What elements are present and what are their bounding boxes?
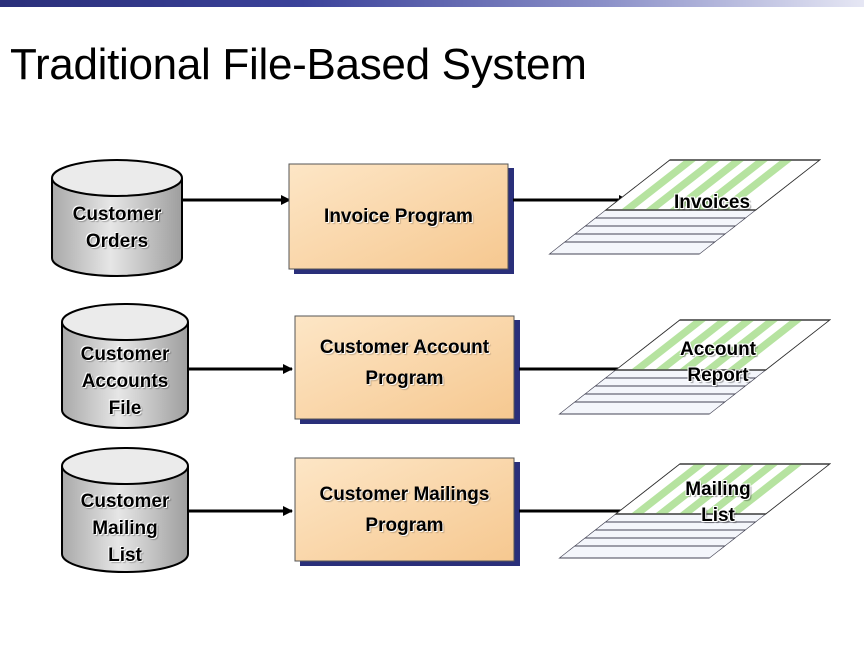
slide-title: Traditional File-Based System [10,40,587,89]
program-box-invoice [288,163,514,274]
output-paper-stack-mailing-list [558,463,832,559]
source-cylinder-customer-accounts-file [61,303,189,429]
program-label-line: Program [365,368,444,389]
source-label-line: Accounts [81,371,169,392]
program-label-customer-account: Customer Account Program [295,332,514,394]
source-label-customer-orders: Customer Orders [52,201,182,255]
source-label-line: Customer [72,204,162,225]
source-label-line: Customer [80,491,170,512]
program-label-customer-mailings: Customer Mailings Program [295,479,514,541]
source-label-line: Customer [80,344,170,365]
output-label-line: Report [687,365,749,386]
program-label-line: Program [365,515,444,536]
program-box-customer-account [294,315,520,424]
source-label-line: List [108,545,142,566]
source-label-line: Mailing [92,518,158,539]
source-label-customer-mailing-list: Customer Mailing List [62,488,188,569]
output-paper-stack-invoices [548,159,822,255]
top-accent-bar [0,0,864,7]
source-label-line: Orders [85,231,149,252]
output-label-mailing-list: Mailing List [658,477,778,529]
program-label-line: Customer Mailings [319,484,490,505]
program-label-invoice: Invoice Program [289,201,508,232]
output-paper-stack-account-report [558,319,832,415]
source-label-customer-accounts-file: Customer Accounts File [62,341,188,422]
source-label-line: File [108,398,142,419]
output-label-invoices: Invoices [652,190,772,216]
program-label-line: Invoice Program [324,206,473,227]
output-label-account-report: Account Report [658,337,778,389]
source-cylinder-customer-mailing-list [61,447,189,573]
source-cylinder-customer-orders [51,159,183,277]
output-label-line: Account [680,339,756,360]
output-label-line: Invoices [673,192,751,213]
output-label-line: Mailing [685,479,751,500]
program-label-line: Customer Account [319,337,490,358]
program-box-customer-mailings [294,457,520,566]
output-label-line: List [701,505,735,526]
